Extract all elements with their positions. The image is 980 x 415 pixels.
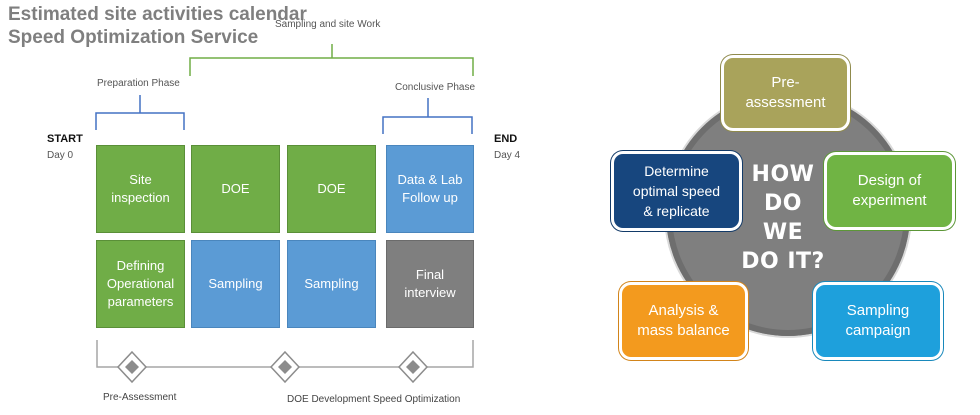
step-sampling-campaign: Sampling campaign: [813, 282, 943, 360]
calendar-title-line2: Speed Optimization Service: [8, 27, 259, 48]
cell-sampling-1: Sampling: [191, 240, 280, 328]
milestone-speed-optimization-label: Speed Optimization: [373, 394, 461, 405]
cell-site-inspection: Site inspection: [96, 145, 185, 233]
step-pre-assessment: Pre- assessment: [721, 55, 850, 131]
milestone-diamond-doe-development: [269, 350, 301, 384]
cell-data-lab-follow-up: Data & Lab Follow up: [386, 145, 474, 233]
milestone-doe-development-label: DOE Development: [287, 394, 371, 405]
step-design-of-experiment: Design of experiment: [824, 152, 955, 230]
cell-sampling-2: Sampling: [287, 240, 376, 328]
step-analysis-mass-balance: Analysis & mass balance: [619, 282, 748, 360]
start-label: START: [47, 133, 83, 145]
step-determine-optimal-speed: Determine optimal speed & replicate: [611, 151, 742, 231]
end-label: END: [494, 133, 518, 145]
phase-brackets: [95, 44, 474, 134]
preparation-phase-label: Preparation Phase: [97, 78, 180, 89]
cell-doe-1: DOE: [191, 145, 280, 233]
milestone-timeline: [96, 340, 474, 384]
cell-defining-operational-parameters: Defining Operational parameters: [96, 240, 185, 328]
cell-doe-2: DOE: [287, 145, 376, 233]
start-day: Day 0: [47, 150, 74, 161]
sampling-site-work-label: Sampling and site Work: [275, 19, 381, 30]
milestone-diamond-pre-assessment: [116, 350, 148, 384]
end-day: Day 4: [494, 150, 521, 161]
how-center-text: HOW DO WE DO IT?: [741, 162, 825, 274]
cell-final-interview: Final interview: [386, 240, 474, 328]
milestone-diamond-speed-optimization: [397, 350, 429, 384]
milestone-pre-assessment-label: Pre-Assessment: [103, 392, 177, 403]
sampling-bracket: [189, 44, 474, 76]
conclusive-phase-label: Conclusive Phase: [395, 82, 476, 93]
conclusive-bracket: [382, 98, 473, 134]
calendar-title-line1: Estimated site activities calendar: [8, 4, 307, 25]
preparation-bracket: [95, 95, 185, 130]
